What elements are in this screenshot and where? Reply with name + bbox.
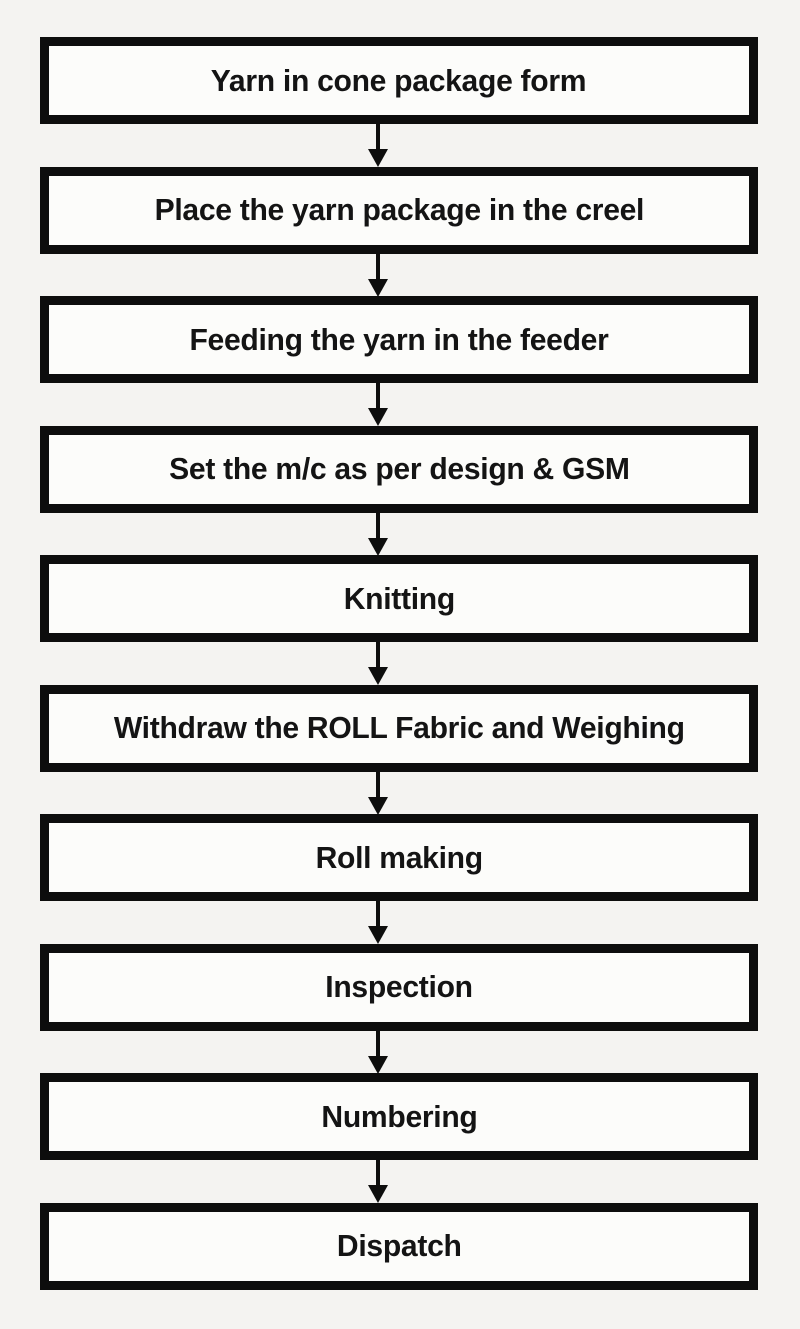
flow-step-label: Roll making [315,839,483,875]
flow-step-box: Withdraw the ROLL Fabric and Weighing [40,684,758,772]
flow-connector [0,771,800,815]
flow-connector [0,642,800,685]
flow-step-box: Inspection [40,943,758,1031]
flow-step-box: Dispatch [40,1202,758,1290]
arrow-down-icon [368,253,388,297]
arrow-down-icon [368,901,388,944]
flow-connector [0,901,800,944]
flow-connector [0,1160,800,1203]
flow-step-box: Knitting [40,555,758,642]
flow-connector [0,253,800,297]
flow-step-box: Place the yarn package in the creel [40,166,758,254]
arrow-down-icon [368,124,388,167]
flow-step-label: Feeding the yarn in the feeder [189,321,609,357]
flow-connector [0,512,800,556]
flow-connector [0,383,800,426]
flow-step-box: Feeding the yarn in the feeder [40,296,758,383]
arrow-down-icon [368,383,388,426]
flow-step-box: Roll making [40,814,758,901]
flow-connector [0,124,800,167]
flow-step-box: Set the m/c as per design & GSM [40,425,758,513]
flow-step-label: Dispatch [336,1228,462,1263]
flow-connector [0,1030,800,1074]
flow-step-label: Place the yarn package in the creel [154,192,644,227]
arrow-down-icon [368,512,388,556]
flow-step-box: Numbering [40,1073,758,1160]
arrow-down-icon [368,1160,388,1203]
flow-step-box: Yarn in cone package form [40,37,758,124]
arrow-down-icon [368,771,388,815]
arrow-down-icon [368,1030,388,1074]
flow-step-label: Withdraw the ROLL Fabric and Weighing [113,710,685,745]
flow-step-label: Yarn in cone package form [211,62,587,98]
flow-step-label: Knitting [343,580,455,616]
flow-step-label: Inspection [325,969,473,1004]
flow-step-label: Set the m/c as per design & GSM [168,451,630,486]
flow-step-label: Numbering [320,1098,478,1134]
arrow-down-icon [368,642,388,685]
